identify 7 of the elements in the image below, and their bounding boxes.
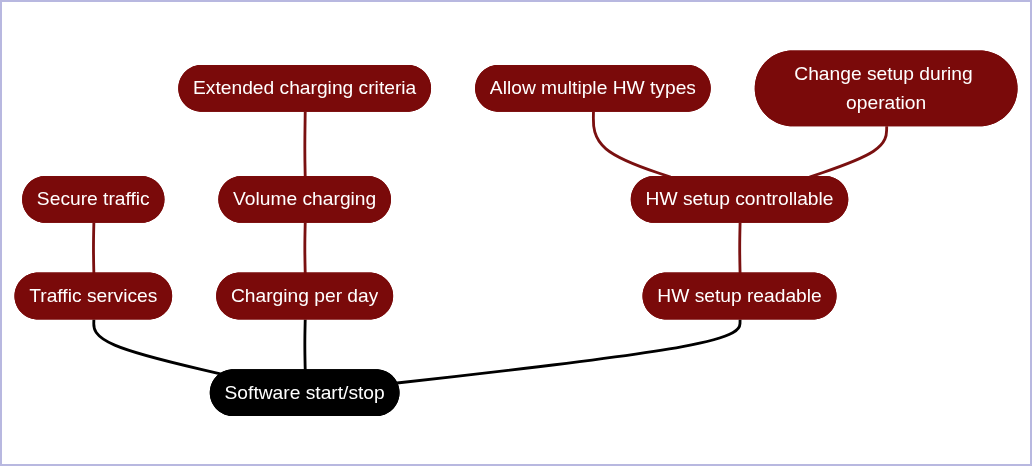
connector <box>92 319 222 376</box>
connector <box>303 222 307 274</box>
connector <box>738 222 742 274</box>
connector <box>92 222 96 274</box>
connector <box>303 111 307 177</box>
connector <box>396 319 742 385</box>
connector <box>303 319 307 371</box>
